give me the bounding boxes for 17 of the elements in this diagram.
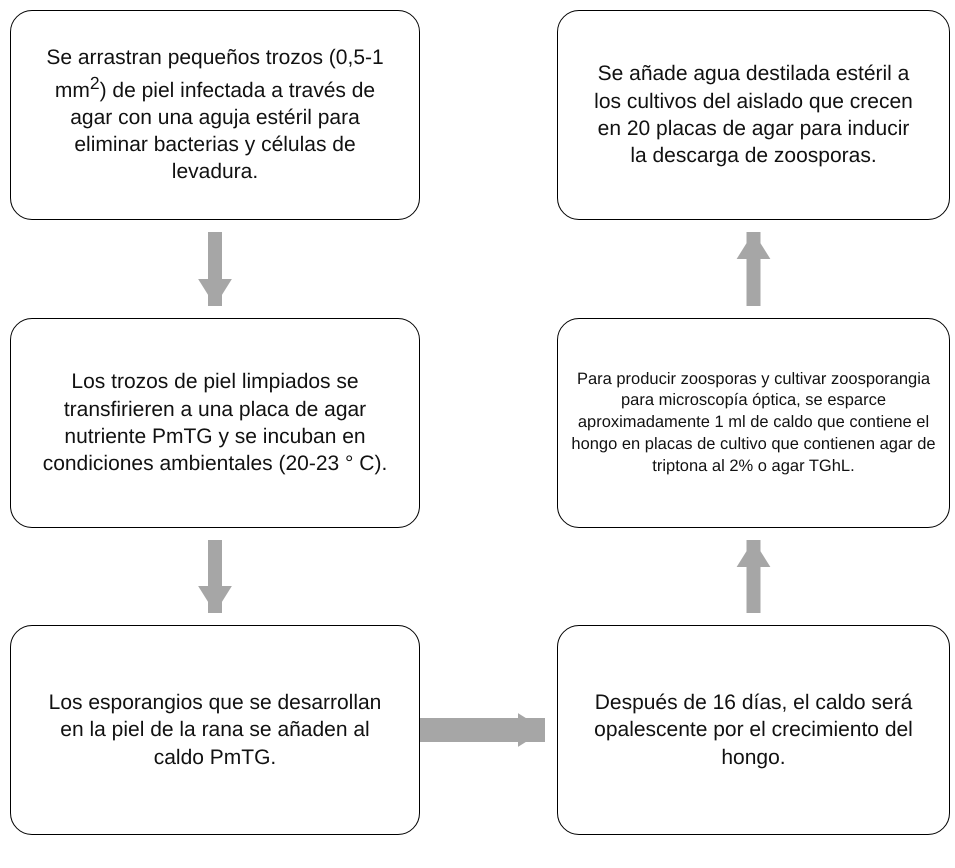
block-arrow (198, 232, 232, 306)
process-box (557, 625, 950, 835)
process-box (557, 318, 950, 528)
block-arrow (420, 713, 545, 747)
process-box (10, 625, 420, 835)
block-arrow (198, 540, 232, 613)
block-arrow (736, 540, 770, 613)
process-box (10, 318, 420, 528)
step-text: Los esporangios que se desarrollan en la piel de la rana se añaden al caldo PmTG. (48, 690, 382, 771)
step-text: Los trozos de piel limpiados se transfirieren a una placa de agar nutriente PmTG y se incuban en condiciones ambientales (20-23 ° C). (42, 369, 388, 478)
process-box (10, 10, 420, 220)
step-text: Para producir zoosporas y cultivar zoosporangia para microscopía óptica, se esparce aproximadamente 1 ml de caldo que contiene el hongo en placas de cultivo que contienen agar de triptona al 2% o agar TGhL. (570, 368, 937, 477)
block-arrow (736, 232, 770, 306)
step-text: Después de 16 días, el caldo será opalescente por el crecimiento del hongo. (593, 690, 914, 771)
step-text: Se añade agua destilada estéril a los cultivos del aislado que crecen en 20 placas de agar para inducir la descarga de zoosporas. (593, 61, 914, 170)
process-box (557, 10, 950, 220)
step-text: Se arrastran pequeños trozos (0,5-1 mm$^{2}$) de piel infectada a través de agar con una aguja estéril para eliminar bacterias y células de levadura. (45, 45, 385, 186)
